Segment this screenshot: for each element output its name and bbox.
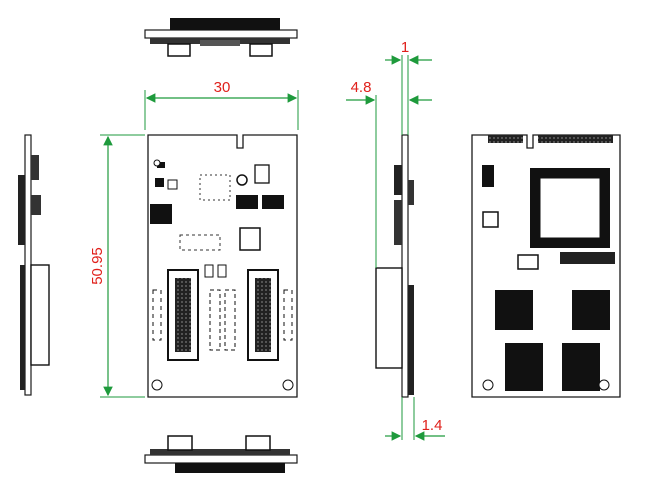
dimension-height: 50.95: [89, 134, 145, 398]
back-board-view: [471, 134, 621, 398]
left-side-view: [18, 134, 50, 396]
height-label: 50.95: [89, 247, 106, 285]
thickness-bottom-label: 1.4: [422, 417, 443, 434]
front-board-view: [147, 134, 298, 398]
top-edge-view: [144, 18, 298, 57]
dimension-offset: 4.8: [346, 79, 432, 268]
bottom-edge-view: [144, 435, 298, 473]
right-side-view: [375, 134, 414, 398]
width-label: 30: [214, 79, 231, 96]
thickness-top-label: 1: [401, 39, 409, 56]
dimension-thickness-bottom: 1.4: [385, 397, 445, 441]
dimension-thickness-top: 1: [385, 39, 432, 135]
offset-label: 4.8: [351, 79, 372, 96]
dimension-width: 30: [144, 79, 299, 130]
